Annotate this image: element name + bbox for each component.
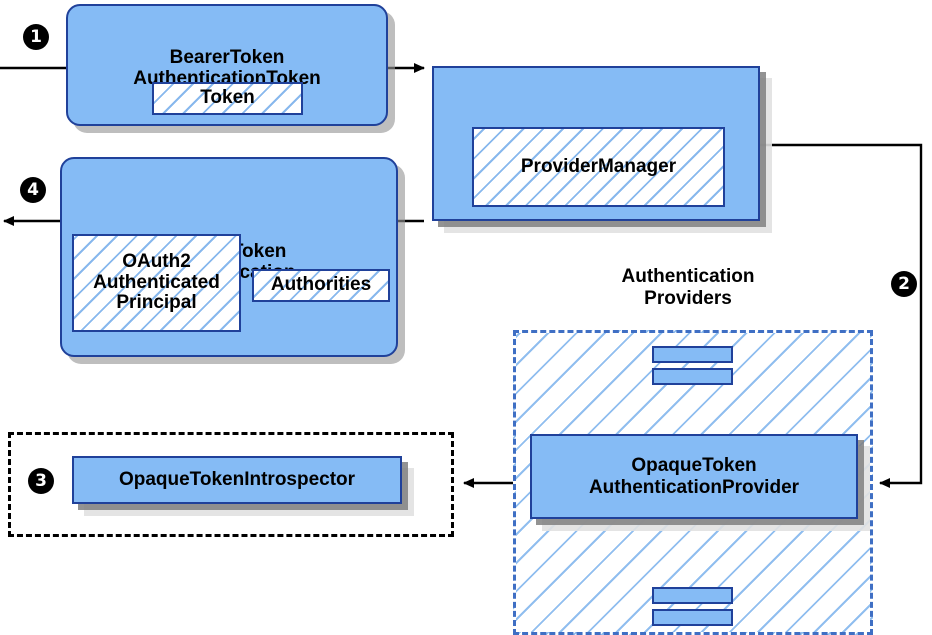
connector-manager-to-provider (760, 143, 923, 488)
node-bearer-token-authentication[interactable]: BearerToken Authentication OAuth2 Authen… (60, 157, 398, 357)
step-marker-4: 4 (20, 177, 46, 203)
authentication-providers-label: Authentication Providers (621, 266, 755, 309)
step-marker-1: 1 (23, 24, 49, 50)
node-authentication-manager[interactable]: AuthenticationManager ProviderManager (432, 66, 760, 221)
inner-oauth2-authenticated-principal: OAuth2 Authenticated Principal (72, 234, 241, 332)
node-opaque-token-authentication-provider[interactable]: OpaqueToken AuthenticationProvider (530, 434, 858, 519)
node-title: OpaqueToken AuthenticationProvider (588, 455, 800, 498)
inner-authorities: Authorities (252, 269, 390, 302)
inner-provider-manager: ProviderManager (472, 127, 725, 207)
node-opaque-token-introspector[interactable]: OpaqueTokenIntrospector (72, 456, 402, 504)
step-marker-3: 3 (28, 468, 54, 494)
interface-bar-top-1 (652, 346, 733, 363)
step-marker-2: 2 (891, 271, 917, 297)
interface-bar-bottom-1 (652, 587, 733, 604)
interface-bar-bottom-2 (652, 609, 733, 626)
opaque-token-introspector-group (8, 432, 454, 537)
node-title: OpaqueTokenIntrospector (118, 469, 356, 491)
node-bearer-token-authentication-token[interactable]: BearerToken AuthenticationToken Token (66, 4, 388, 126)
inner-token: Token (152, 82, 303, 115)
interface-bar-top-2 (652, 368, 733, 385)
